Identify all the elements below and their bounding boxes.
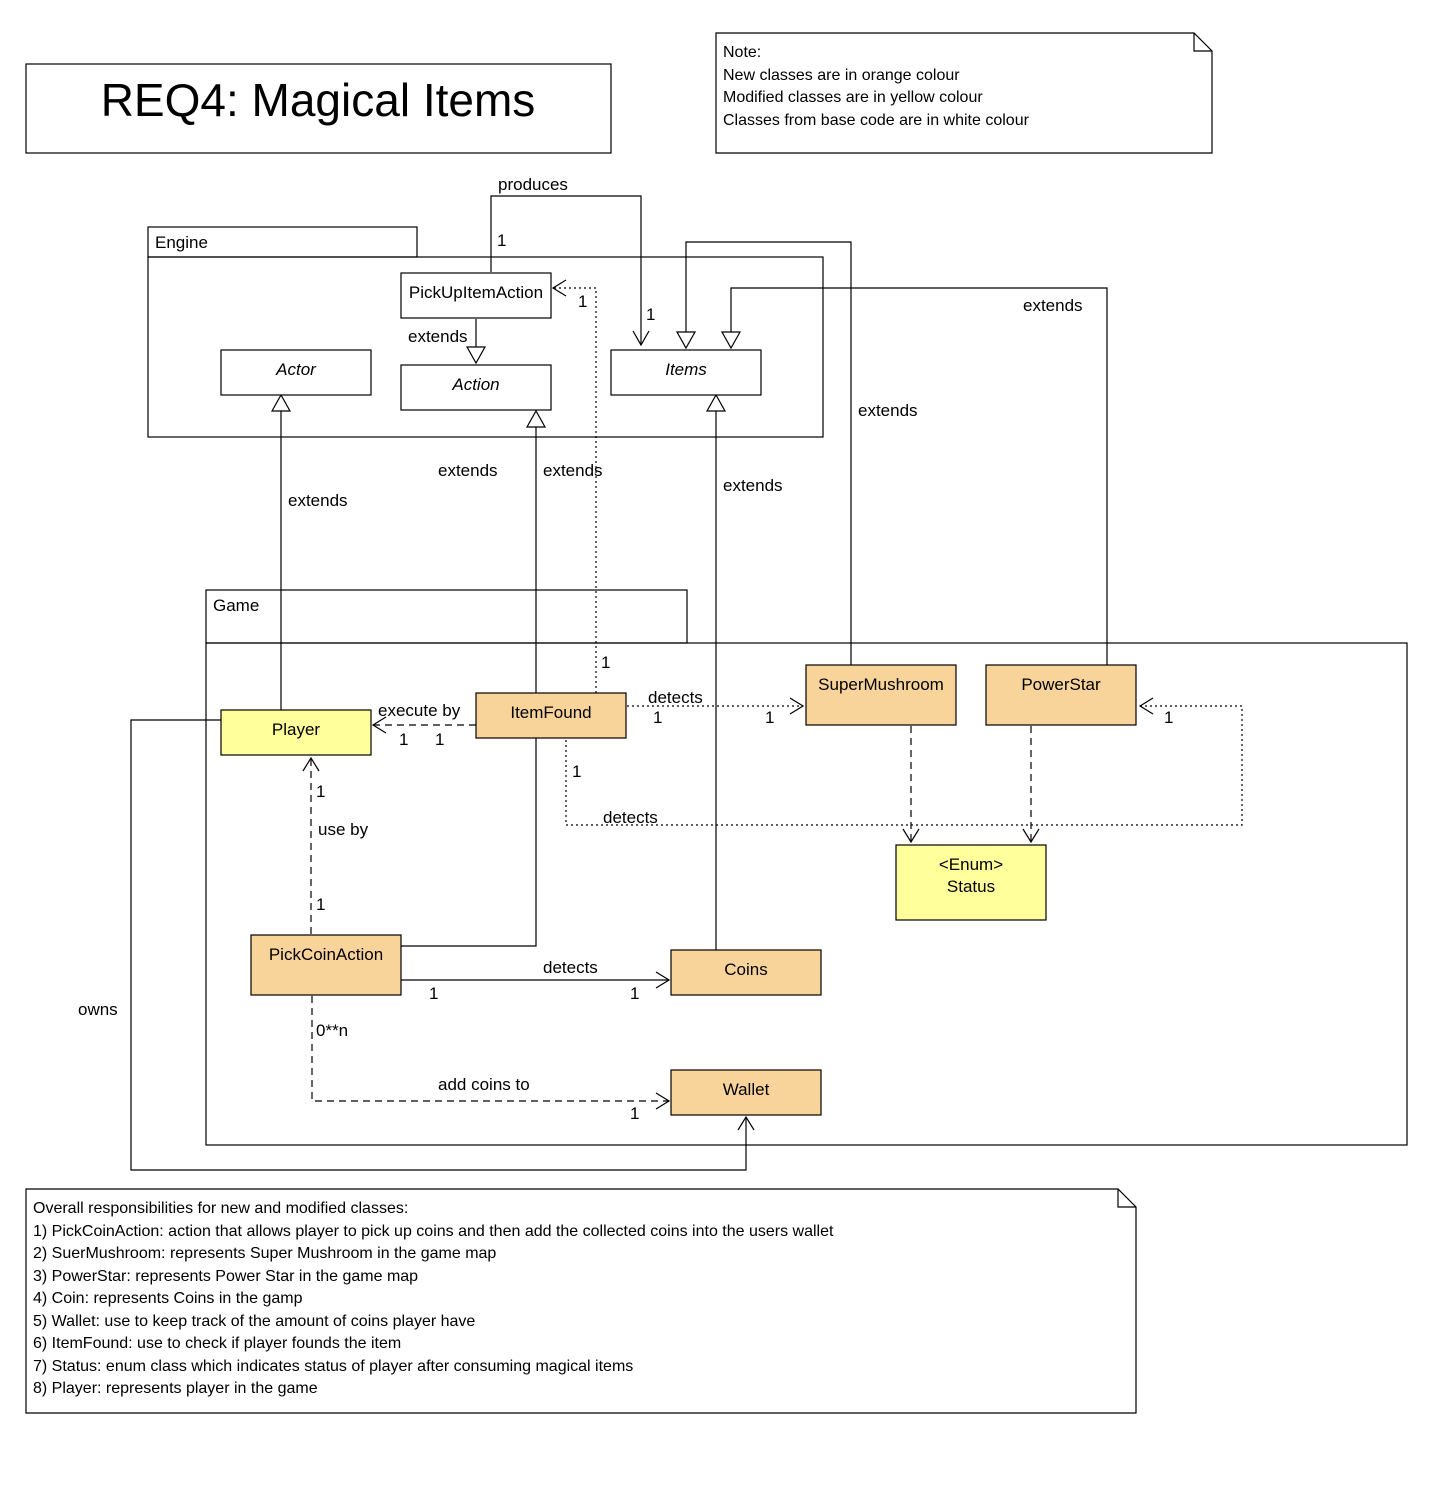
responsibilities-note-line: 4) Coin: represents Coins in the gamp <box>33 1290 303 1307</box>
class-name: PickUpItemAction <box>409 283 543 302</box>
relation-label-extends: extends <box>858 401 918 420</box>
multiplicity-label: 1 <box>399 730 408 749</box>
class-items[interactable]: Items <box>610 349 762 396</box>
relation-label-extends: extends <box>408 327 468 346</box>
relation-player-extends-actor: extends <box>270 393 348 710</box>
multiplicity-label: 1 <box>429 984 438 1003</box>
relation-label-use-by: use by <box>318 820 369 839</box>
legend-note-line: New classes are in orange colour <box>723 67 960 84</box>
game-package: Game <box>205 589 1408 1146</box>
legend-note-line: Classes from base code are in white colo… <box>723 112 1030 129</box>
multiplicity-label: 1 <box>601 653 610 672</box>
relation-itemfound-detects-powerstar: detects 1 1 <box>565 697 1243 827</box>
class-player[interactable]: Player <box>220 709 372 756</box>
relation-label-extends: extends <box>543 461 603 480</box>
diagram-title: REQ4: Magical Items <box>25 63 612 154</box>
legend-note: Note: New classes are in orange colour M… <box>715 32 1213 154</box>
relation-pickupitemaction-extends-action: extends <box>408 319 487 365</box>
legend-note-line: Modified classes are in yellow colour <box>723 89 983 106</box>
relation-label-detects: detects <box>648 688 703 707</box>
multiplicity-label: 1 <box>630 984 639 1003</box>
relation-itemfound-detects-supermushroom: detects 1 1 <box>627 688 805 727</box>
responsibilities-note-line: 1) PickCoinAction: action that allows pl… <box>33 1223 834 1240</box>
class-pickupitemaction[interactable]: PickUpItemAction <box>400 272 552 319</box>
class-coins[interactable]: Coins <box>670 949 822 996</box>
class-pickcoinaction[interactable]: PickCoinAction <box>250 934 402 996</box>
class-name: Action <box>451 375 499 394</box>
class-supermushroom[interactable]: SuperMushroom <box>805 664 957 726</box>
class-name: ItemFound <box>510 703 591 722</box>
multiplicity-label: 1 <box>572 762 581 781</box>
relation-powerstar-status <box>1022 726 1040 844</box>
relation-use-by: use by 1 1 <box>302 756 369 934</box>
class-actor[interactable]: Actor <box>220 349 372 396</box>
class-name: Coins <box>724 960 767 979</box>
relation-supermushroom-status <box>902 726 920 844</box>
class-name: Actor <box>275 360 317 379</box>
class-name: SuperMushroom <box>818 675 944 694</box>
game-package-label: Game <box>213 596 259 615</box>
class-name: Wallet <box>723 1080 770 1099</box>
relation-pickcoinaction-extends-action: extends <box>401 409 603 947</box>
class-wallet[interactable]: Wallet <box>670 1069 822 1116</box>
class-name: Status <box>947 877 995 896</box>
responsibilities-note-line: 6) ItemFound: use to check if player fou… <box>33 1335 401 1352</box>
diagram-title-text: REQ4: Magical Items <box>101 74 536 126</box>
class-name: PickCoinAction <box>269 945 383 964</box>
class-name: Items <box>665 360 707 379</box>
responsibilities-note-line: 3) PowerStar: represents Power Star in t… <box>33 1268 418 1285</box>
class-powerstar[interactable]: PowerStar <box>985 664 1137 726</box>
multiplicity-label: 1 <box>316 782 325 801</box>
legend-note-line: Note: <box>723 44 761 61</box>
class-itemfound[interactable]: ItemFound <box>475 692 627 739</box>
relation-powerstar-extends-items: extends <box>720 287 1108 665</box>
multiplicity-label: 1 <box>630 1104 639 1123</box>
relation-label-produces: produces <box>498 175 568 194</box>
multiplicity-label: 1 <box>646 305 655 324</box>
relation-add-coins-to: add coins to 0**n 1 <box>311 996 671 1123</box>
class-stereotype: <Enum> <box>939 855 1003 874</box>
relation-owns: owns <box>78 719 755 1171</box>
relation-label-owns: owns <box>78 1000 118 1019</box>
responsibilities-note-line: 7) Status: enum class which indicates st… <box>33 1358 633 1375</box>
multiplicity-label: 1 <box>653 708 662 727</box>
relation-itemfound-pickupitemaction: 1 1 <box>551 279 610 693</box>
relation-label-extends: extends <box>288 491 348 510</box>
engine-package-label: Engine <box>155 233 208 252</box>
relation-label-extends: extends <box>1023 296 1083 315</box>
responsibilities-note: Overall responsibilities for new and mod… <box>25 1188 1137 1414</box>
multiplicity-label: 1 <box>497 231 506 250</box>
responsibilities-note-line: 2) SuerMushroom: represents Super Mushro… <box>33 1245 496 1262</box>
multiplicity-label: 1 <box>578 292 587 311</box>
class-action[interactable]: Action <box>400 364 552 411</box>
relation-label-detects: detects <box>603 808 658 827</box>
relation-label-extends: extends <box>438 461 498 480</box>
responsibilities-note-line: 5) Wallet: use to keep track of the amou… <box>33 1313 475 1330</box>
relation-label-execute-by: execute by <box>378 701 461 720</box>
multiplicity-label: 1 <box>1164 708 1173 727</box>
relation-label-detects: detects <box>543 958 598 977</box>
multiplicity-label: 1 <box>765 708 774 727</box>
responsibilities-note-line: Overall responsibilities for new and mod… <box>33 1200 408 1217</box>
class-name: PowerStar <box>1021 675 1101 694</box>
multiplicity-label: 1 <box>316 895 325 914</box>
engine-package: Engine <box>147 226 824 438</box>
multiplicity-label: 1 <box>435 730 444 749</box>
relation-supermushroom-extends-items: extends <box>675 241 918 665</box>
relation-coins-extends-items: extends <box>705 393 783 950</box>
relation-produces: produces 1 1 <box>490 175 655 347</box>
relation-pickcoinaction-detects-coins: detects 1 1 <box>401 958 671 1003</box>
relation-label-add-coins-to: add coins to <box>438 1075 530 1094</box>
relation-execute-by: execute by 1 1 <box>371 701 476 749</box>
class-status[interactable]: <Enum> Status <box>895 844 1047 921</box>
multiplicity-label: 0**n <box>316 1021 348 1040</box>
class-name: Player <box>272 720 321 739</box>
relation-label-extends: extends <box>723 476 783 495</box>
responsibilities-note-line: 8) Player: represents player in the game <box>33 1380 318 1397</box>
